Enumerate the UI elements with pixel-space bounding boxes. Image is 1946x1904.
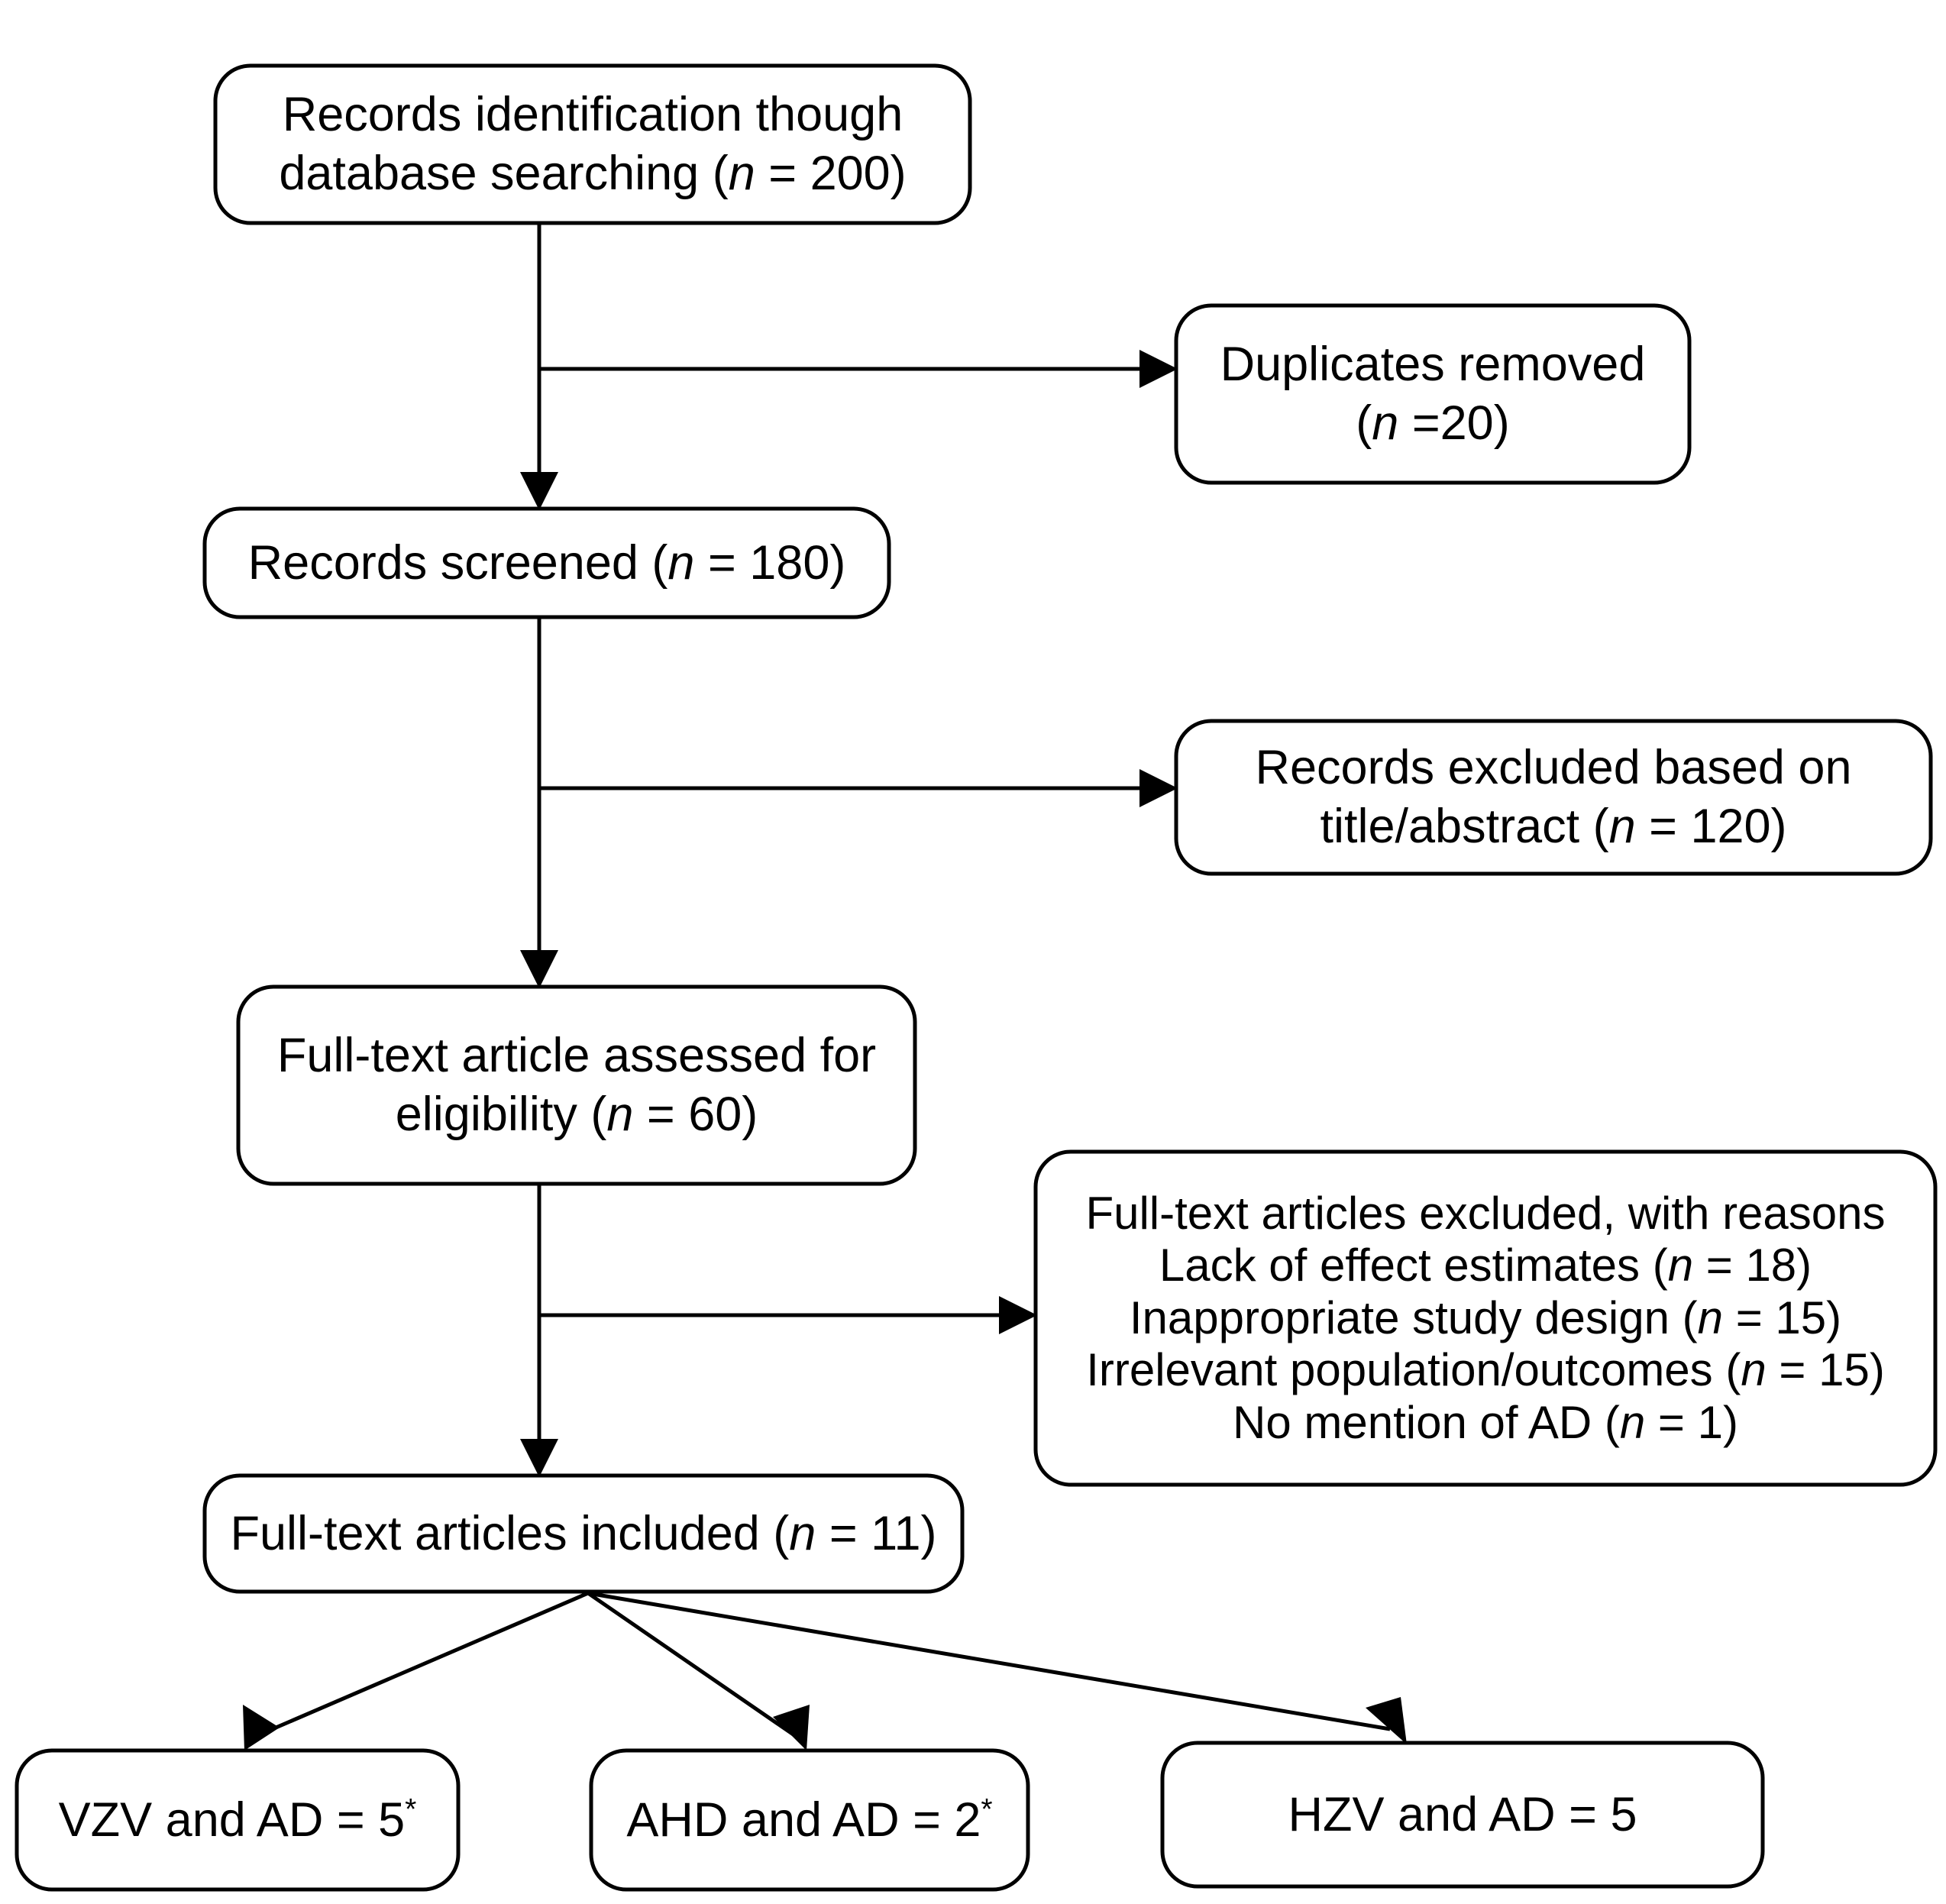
box-records-screened: [202, 506, 891, 619]
arrowhead-to-outcome-ahd: [773, 1705, 810, 1750]
arrowhead-to-fulltext-assessed: [520, 950, 558, 988]
arrowhead-to-outcome-vzv: [243, 1705, 280, 1750]
arrowhead-to-exclusion-reasons: [999, 1296, 1037, 1334]
box-records-identification: [213, 63, 972, 225]
arrowhead-to-duplicates-removed: [1139, 350, 1178, 388]
box-fulltext-assessed: [236, 984, 917, 1186]
connector-included-to-hzv: [587, 1591, 1391, 1731]
box-fulltext-excluded-reasons: [1033, 1149, 1938, 1487]
arrowhead-to-fulltext-included: [520, 1439, 558, 1477]
box-outcome-vzv-ad: [15, 1748, 461, 1892]
box-duplicates-removed: [1174, 303, 1692, 485]
arrowhead-to-records-screened: [520, 472, 558, 510]
connector-included-to-ahd: [587, 1591, 796, 1738]
box-outcome-hzv-ad: [1160, 1741, 1765, 1889]
arrowhead-to-records-excluded: [1139, 769, 1178, 807]
box-fulltext-included: [202, 1473, 965, 1594]
arrowhead-to-outcome-hzv: [1366, 1697, 1407, 1744]
box-outcome-ahd-ad: [589, 1748, 1030, 1892]
connector-included-to-vzv: [257, 1591, 589, 1738]
box-records-excluded-title-abstract: [1174, 719, 1933, 876]
